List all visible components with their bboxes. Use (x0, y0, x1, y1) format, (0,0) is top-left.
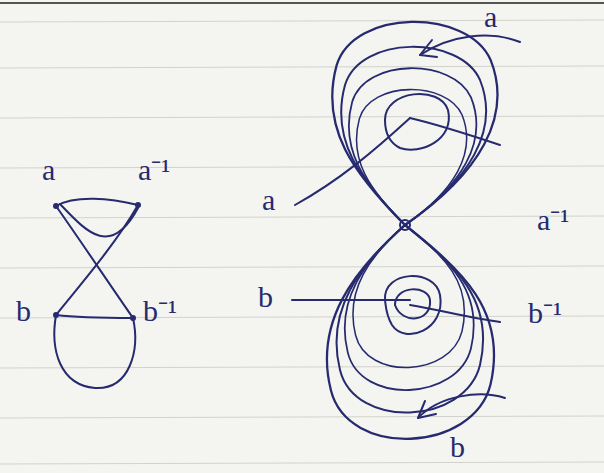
handwritten-label: b (16, 296, 31, 326)
handwritten-label: a (262, 185, 275, 215)
left-figure (54, 199, 140, 388)
handwritten-label: b⁻¹ (143, 296, 177, 326)
figure-eight (292, 22, 520, 439)
handwritten-label: a⁻¹ (138, 155, 170, 185)
ruled-lines (0, 20, 604, 464)
handwritten-label: b⁻¹ (528, 298, 562, 328)
handwritten-label: a (42, 155, 55, 185)
handwritten-label: b (450, 432, 465, 462)
handwritten-label: b (258, 282, 273, 312)
handwritten-label: a (484, 2, 497, 32)
handwritten-label: a⁻¹ (537, 205, 569, 235)
